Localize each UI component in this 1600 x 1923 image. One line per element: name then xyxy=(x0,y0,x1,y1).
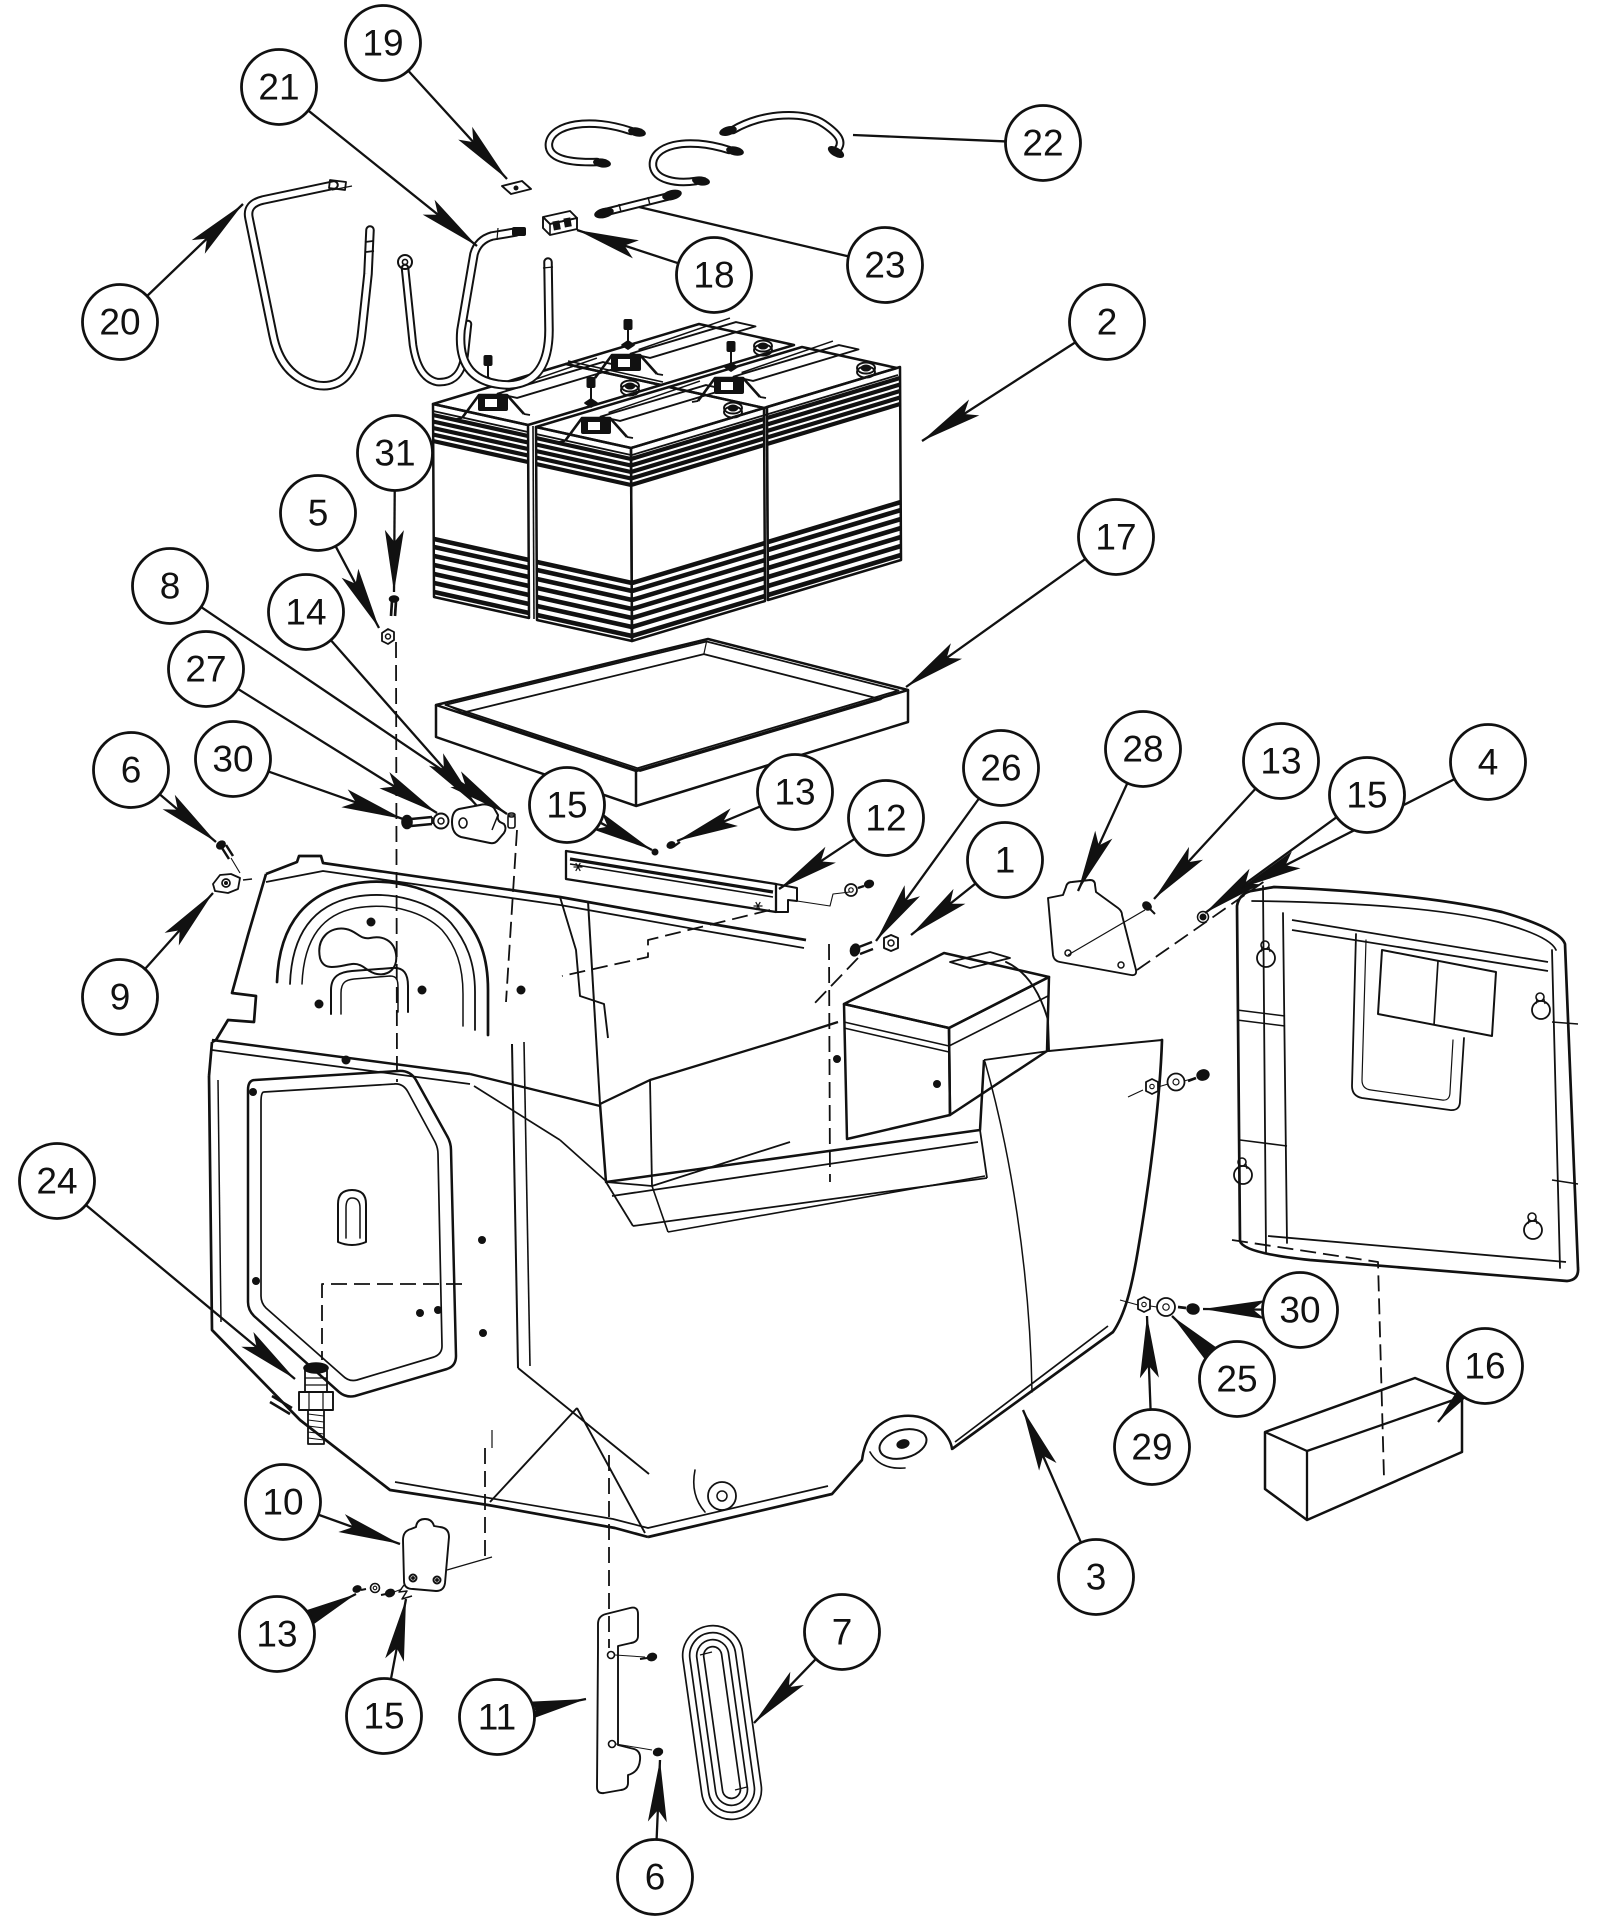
svg-text:15: 15 xyxy=(363,1696,404,1737)
svg-text:31: 31 xyxy=(374,433,415,474)
svg-text:30: 30 xyxy=(212,739,253,780)
svg-text:27: 27 xyxy=(185,649,226,690)
svg-text:15: 15 xyxy=(546,785,587,826)
svg-text:19: 19 xyxy=(362,23,403,64)
svg-text:21: 21 xyxy=(258,67,299,108)
svg-text:10: 10 xyxy=(262,1482,303,1523)
svg-text:9: 9 xyxy=(110,977,131,1018)
svg-text:8: 8 xyxy=(160,566,181,607)
svg-text:15: 15 xyxy=(1346,775,1387,816)
svg-text:30: 30 xyxy=(1279,1290,1320,1331)
svg-text:22: 22 xyxy=(1022,123,1063,164)
svg-text:24: 24 xyxy=(36,1161,77,1202)
svg-text:14: 14 xyxy=(285,592,326,633)
svg-text:20: 20 xyxy=(99,302,140,343)
svg-text:29: 29 xyxy=(1131,1427,1172,1468)
svg-text:18: 18 xyxy=(693,255,734,296)
svg-text:26: 26 xyxy=(980,748,1021,789)
svg-text:6: 6 xyxy=(645,1857,666,1898)
svg-text:2: 2 xyxy=(1097,302,1118,343)
svg-text:6: 6 xyxy=(121,750,142,791)
svg-text:7: 7 xyxy=(832,1612,853,1653)
svg-text:13: 13 xyxy=(774,772,815,813)
svg-text:25: 25 xyxy=(1216,1359,1257,1400)
svg-text:28: 28 xyxy=(1122,729,1163,770)
svg-text:3: 3 xyxy=(1086,1557,1107,1598)
svg-text:5: 5 xyxy=(308,493,329,534)
svg-text:4: 4 xyxy=(1478,742,1499,783)
svg-text:11: 11 xyxy=(478,1697,516,1738)
svg-text:16: 16 xyxy=(1464,1346,1505,1387)
svg-text:17: 17 xyxy=(1095,517,1136,558)
svg-text:13: 13 xyxy=(256,1614,297,1655)
svg-text:23: 23 xyxy=(864,245,905,286)
svg-text:13: 13 xyxy=(1260,741,1301,782)
svg-text:12: 12 xyxy=(865,798,906,839)
svg-text:1: 1 xyxy=(995,840,1016,881)
